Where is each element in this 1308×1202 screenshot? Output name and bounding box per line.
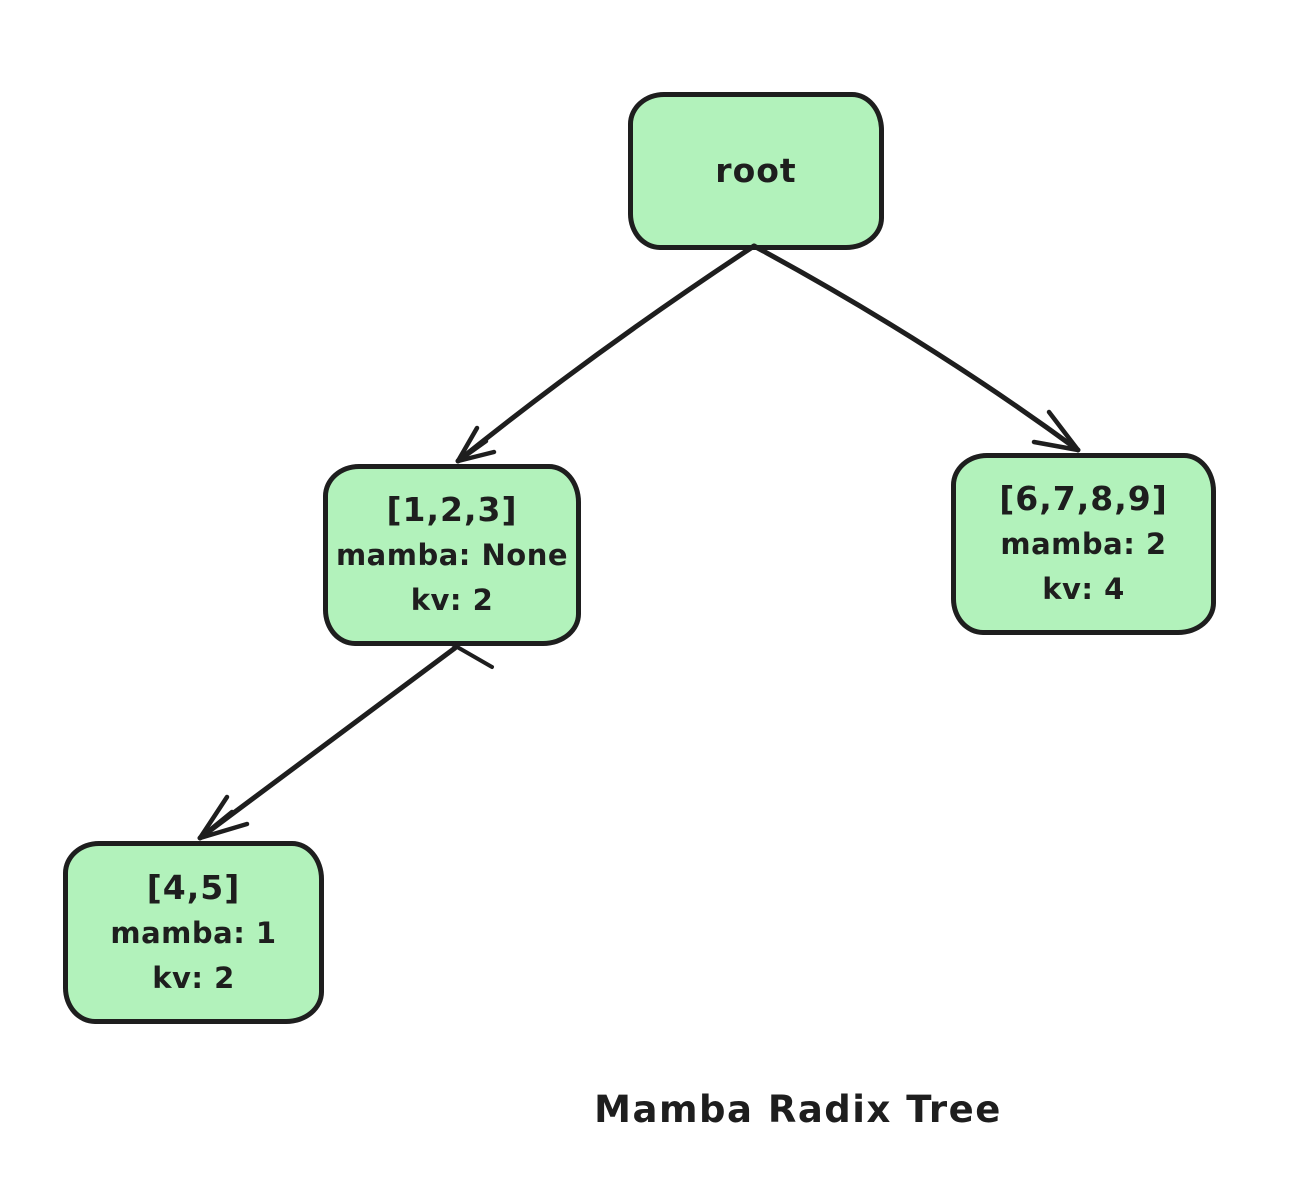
node-mamba-label: mamba: 2	[1000, 527, 1167, 561]
node-label: root	[715, 151, 797, 190]
diagram-title: Mamba Radix Tree	[594, 1088, 1002, 1131]
node-tokens-label: [6,7,8,9]	[999, 479, 1168, 518]
node-kv-label: kv: 2	[152, 960, 235, 995]
node-mamba-label: mamba: None	[335, 538, 569, 572]
tree-node-root: root	[628, 92, 884, 250]
node-tokens-label: [1,2,3]	[386, 490, 518, 529]
edge-root-to-seq-1-2-3	[455, 243, 757, 464]
tree-node-seq-1-2-3: [1,2,3] mamba: None kv: 2	[323, 464, 581, 646]
node-tokens-label: [4,5]	[146, 867, 241, 907]
node-kv-label: kv: 4	[1042, 572, 1125, 606]
tree-node-seq-6-7-8-9: [6,7,8,9] mamba: 2 kv: 4	[951, 453, 1216, 635]
edge-root-to-seq-6-7-8-9	[751, 243, 1081, 453]
edge-seq-1-2-3-to-seq-4-5	[197, 642, 494, 841]
node-kv-label: kv: 2	[410, 583, 494, 617]
node-mamba-label: mamba: 1	[110, 915, 277, 950]
tree-node-seq-4-5: [4,5] mamba: 1 kv: 2	[63, 841, 324, 1024]
